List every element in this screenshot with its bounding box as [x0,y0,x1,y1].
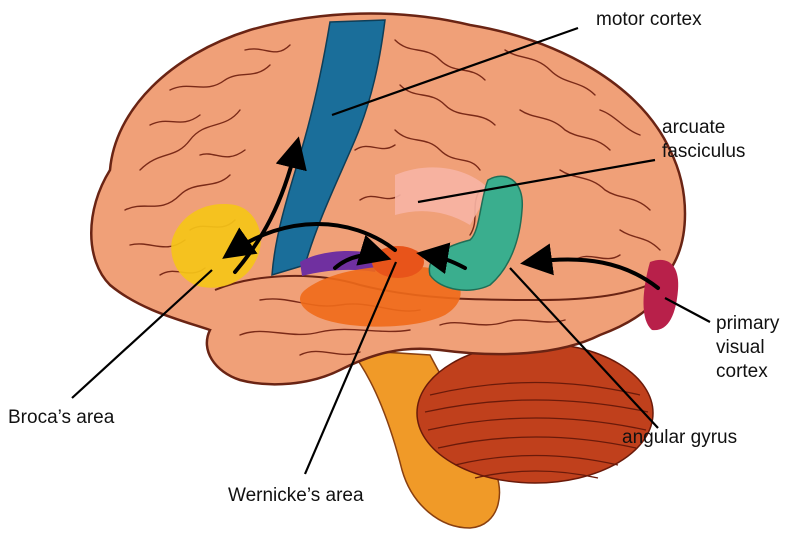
angular-gyrus-label: angular gyrus [622,426,737,450]
primary-visual-cortex-label-line3: cortex [716,360,779,384]
cerebellum [417,343,653,483]
wernickes-core [372,246,424,278]
primary-visual-cortex-label-line1: primary [716,312,779,336]
motor-cortex-label: motor cortex [596,8,702,32]
primary-visual-cortex-region [644,260,679,330]
arcuate-fasciculus-label: arcuate fasciculus [662,116,745,164]
brocas-area-label: Broca’s area [8,406,114,430]
arcuate-fasciculus-label-line2: fasciculus [662,140,745,164]
arcuate-fasciculus-label-line1: arcuate [662,116,745,140]
primary-visual-cortex-label-line2: visual [716,336,779,360]
wernickes-area-label: Wernicke’s area [228,484,364,508]
primary-visual-cortex-label: primary visual cortex [716,312,779,384]
